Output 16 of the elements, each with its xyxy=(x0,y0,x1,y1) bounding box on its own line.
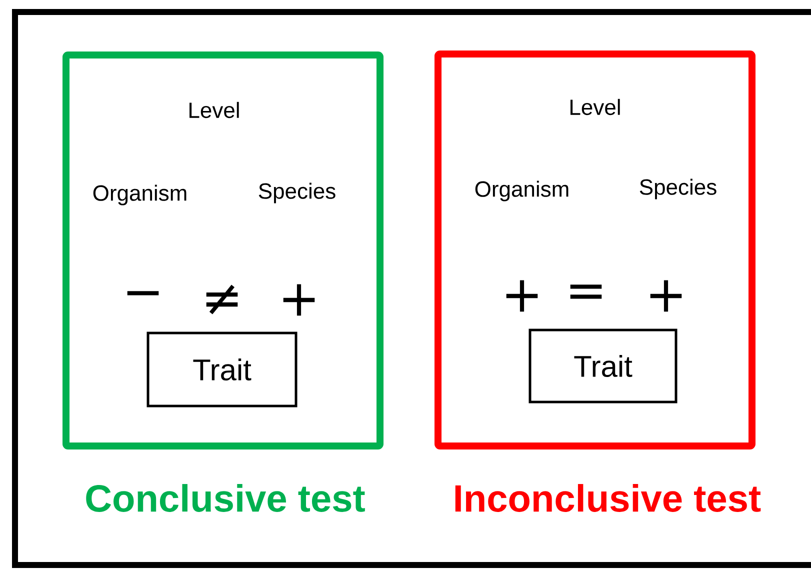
panel-caption: Conclusive test xyxy=(86,484,365,512)
column-label: Organism xyxy=(93,184,186,206)
heading-text: Level xyxy=(190,102,239,118)
sign-symbol: = xyxy=(570,284,602,299)
trait-box: Trait xyxy=(146,332,298,408)
trait-box: Trait xyxy=(528,328,678,404)
sign-symbol: + xyxy=(283,284,315,316)
panel-caption: Inconclusive test xyxy=(455,484,761,512)
sign-symbol: + xyxy=(650,280,682,312)
sign-symbol: ≠ xyxy=(206,284,238,314)
column-label: Species xyxy=(640,178,716,200)
sign-symbol: + xyxy=(506,280,538,312)
heading-text: Level xyxy=(570,98,620,116)
column-label: Organism xyxy=(475,180,568,202)
column-label: Species xyxy=(258,182,336,204)
sign-symbol: − xyxy=(127,291,159,296)
